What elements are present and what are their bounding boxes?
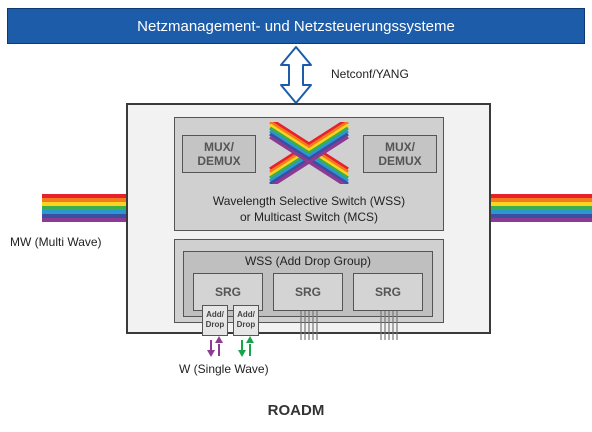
fiber-stripe xyxy=(489,210,592,214)
mux-demux-right: MUX/ DEMUX xyxy=(363,135,437,173)
fiber-stripe xyxy=(489,194,592,198)
management-system-title: Netzmanagement- und Netzsteuerungssystem… xyxy=(137,17,455,35)
multi-wave-label: MW (Multi Wave) xyxy=(10,235,102,249)
mux-demux-left: MUX/ DEMUX xyxy=(182,135,256,173)
fiber-stripe xyxy=(42,202,128,206)
cross-stripe xyxy=(269,122,347,171)
fiber-stripe xyxy=(489,214,592,218)
fiber-stripe xyxy=(42,206,128,210)
fiber-stripe xyxy=(42,218,128,222)
management-system-bar: Netzmanagement- und Netzsteuerungssystem… xyxy=(7,8,585,44)
fiber-stripe xyxy=(42,214,128,218)
cross-stripe xyxy=(269,129,349,183)
srg-block-3: SRG xyxy=(353,273,423,311)
wss-cross-connect xyxy=(269,122,349,184)
fiber-stripe xyxy=(489,218,592,222)
cross-stripe xyxy=(269,126,349,180)
multi-wave-fiber-left xyxy=(42,194,128,222)
wss-description-line2: or Multicast Switch (MCS) xyxy=(239,210,379,224)
srg-block-1: SRG xyxy=(193,273,263,311)
fiber-stripe xyxy=(42,210,128,214)
add-drop-port-2: Add/ Drop xyxy=(233,305,259,336)
add-drop-port-1: Add/ Drop xyxy=(202,305,228,336)
fiber-stripe xyxy=(489,202,592,206)
cross-stripe xyxy=(269,123,349,177)
cross-stripe xyxy=(269,122,349,174)
fiber-stripe xyxy=(42,194,128,198)
wss-description: Wavelength Selective Switch (WSS) or Mul… xyxy=(174,193,444,225)
cross-stripe xyxy=(269,132,349,184)
cross-stripe xyxy=(271,135,349,184)
wss-description-line1: Wavelength Selective Switch (WSS) xyxy=(212,194,406,208)
fiber-stripe xyxy=(42,198,128,202)
multi-wave-fiber-right xyxy=(489,194,592,222)
srg-block-2: SRG xyxy=(273,273,343,311)
netconf-double-arrow xyxy=(280,46,312,104)
fiber-stripe xyxy=(489,198,592,202)
add-drop-group-title: WSS (Add Drop Group) xyxy=(244,254,372,268)
netconf-yang-label: Netconf/YANG xyxy=(331,67,409,81)
single-wave-label: W (Single Wave) xyxy=(179,362,269,376)
fiber-stripe xyxy=(489,206,592,210)
roadm-title: ROADM xyxy=(267,402,325,419)
